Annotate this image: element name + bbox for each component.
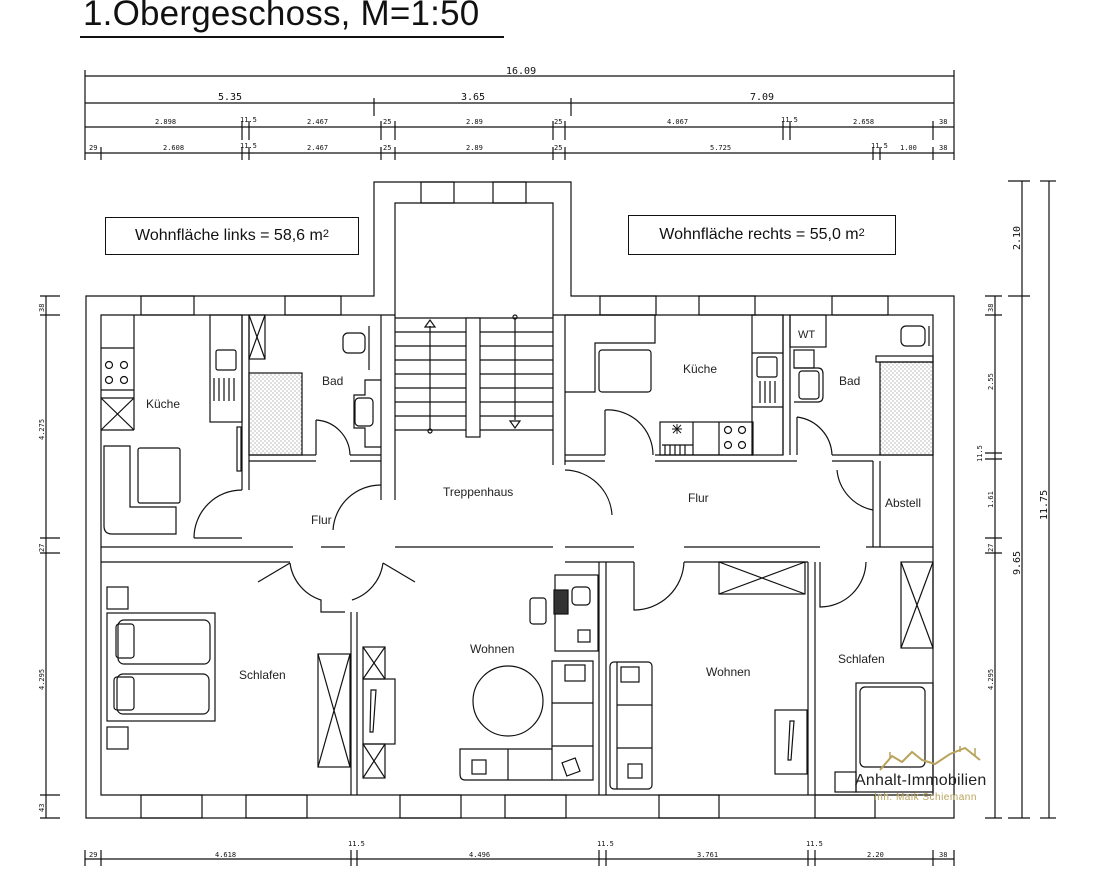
- drawing-title: 1.Obergeschoss, M=1:50: [83, 0, 480, 33]
- room-label-bad-right: Bad: [839, 374, 860, 388]
- dim-bottom: 11.5: [597, 840, 614, 848]
- dim-top-row4: 2.89: [466, 144, 483, 152]
- outer-walls: [85, 181, 955, 819]
- dim-top-row3: 25: [554, 118, 562, 126]
- dim-top-row3: 11.5: [240, 116, 257, 124]
- dim-top-row3: 2.467: [307, 118, 328, 126]
- dim-top-row2: 7.09: [750, 92, 774, 103]
- dim-top-row4: 5.725: [710, 144, 731, 152]
- area-right-sup: 2: [858, 227, 865, 239]
- dim-right-inner: 27: [987, 544, 995, 552]
- dim-bottom: 3.761: [697, 851, 718, 859]
- dim-top-row3: 11.5: [781, 116, 798, 124]
- bath-right-fixtures: [789, 314, 934, 456]
- area-left-label: Wohnfläche links = 58,6 m: [135, 227, 323, 244]
- staircase: [395, 314, 553, 438]
- room-label-schlafen-left: Schlafen: [239, 668, 286, 682]
- dim-top-row3: 2.658: [853, 118, 874, 126]
- dim-left: 4.275: [38, 419, 46, 440]
- dim-left: 43: [38, 804, 46, 812]
- bath-left-fixtures: [248, 314, 381, 456]
- dim-right-inner: 38: [987, 304, 995, 312]
- dim-top-row4: 25: [554, 144, 562, 152]
- room-label-kueche-right: Küche: [683, 362, 717, 376]
- logo-owner: Inh. Maik Schiemann: [874, 792, 977, 803]
- room-label-wohnen-right: Wohnen: [706, 665, 750, 679]
- dim-top-row3: 38: [939, 118, 947, 126]
- area-left-sup: 2: [322, 228, 329, 240]
- dim-top-total: 16.09: [506, 66, 536, 77]
- room-labels: Küche Bad Flur Treppenhaus Küche Bad WT …: [146, 329, 921, 682]
- dim-top-row4: 11.5: [871, 142, 888, 150]
- kitchen-left-fixtures: [100, 314, 243, 535]
- dim-top-row3: 2.89: [466, 118, 483, 126]
- title-underline: [80, 36, 504, 38]
- room-label-wohnen-left: Wohnen: [470, 642, 514, 656]
- area-right-label: Wohnfläche rechts = 55,0 m: [659, 226, 859, 243]
- dim-top-row2: 5.35: [218, 92, 242, 103]
- dim-bottom: 11.5: [806, 840, 823, 848]
- dim-top-row4: 25: [383, 144, 391, 152]
- room-label-kueche-left: Küche: [146, 397, 180, 411]
- dim-right-inner: 1.61: [987, 491, 995, 508]
- dim-left: 38: [38, 304, 46, 312]
- dim-left: 27: [38, 544, 46, 552]
- room-label-schlafen-right: Schlafen: [838, 652, 885, 666]
- dim-right-mid: 9.65: [1012, 551, 1023, 575]
- room-label-flur-right: Flur: [688, 491, 709, 505]
- logo-company-name: Anhalt-Immobilien: [855, 772, 987, 789]
- dim-right-inner: 4.295: [987, 669, 995, 690]
- dim-left: 4.295: [38, 669, 46, 690]
- room-label-wt: WT: [798, 329, 815, 341]
- dimension-chain-top: [84, 70, 955, 160]
- room-label-bad-left: Bad: [322, 374, 343, 388]
- interior-walls: [101, 315, 933, 795]
- dim-top-row4: 2.608: [163, 144, 184, 152]
- dimension-chain-left: [40, 295, 60, 819]
- dim-top-row4: 11.5: [240, 142, 257, 150]
- dim-bottom: 11.5: [348, 840, 365, 848]
- dim-right-inner: 11.5: [976, 445, 984, 462]
- dimension-chain-bottom: [84, 850, 955, 866]
- kitchen-right-fixtures: [565, 314, 784, 456]
- dim-right-inner: 2.55: [987, 373, 995, 390]
- dim-top-row4: 2.467: [307, 144, 328, 152]
- living-right-furniture: [609, 561, 808, 790]
- dim-bottom: 2.20: [867, 851, 884, 859]
- dim-bottom: 4.618: [215, 851, 236, 859]
- dim-bottom: 4.496: [469, 851, 490, 859]
- dim-right-mid: 2.10: [1012, 226, 1023, 250]
- dim-top-row4: 38: [939, 144, 947, 152]
- dim-top-row3: 25: [383, 118, 391, 126]
- dim-top-row2: 3.65: [461, 92, 485, 103]
- room-label-abstell: Abstell: [885, 496, 921, 510]
- living-left-furniture: [362, 574, 599, 781]
- company-logo: Anhalt-Immobilien Inh. Maik Schiemann: [850, 742, 1030, 803]
- room-label-treppenhaus: Treppenhaus: [443, 485, 513, 499]
- dim-top-row4: 1.00: [900, 144, 917, 152]
- roof-icon: [879, 746, 981, 771]
- dim-top-row3: 2.898: [155, 118, 176, 126]
- doors: [193, 409, 874, 613]
- dim-bottom: 29: [89, 851, 97, 859]
- dimension-labels: 16.09 5.35 3.65 7.09 2.898 11.5 2.467 25…: [38, 66, 1050, 859]
- dimension-chain-right: [985, 180, 1056, 819]
- dim-bottom: 38: [939, 851, 947, 859]
- dim-top-row4: 29: [89, 144, 97, 152]
- dim-top-row3: 4.067: [667, 118, 688, 126]
- room-label-flur-left: Flur: [311, 513, 332, 527]
- bedroom-right-furniture: [834, 561, 934, 793]
- bedroom-left-furniture: [106, 586, 351, 768]
- dim-right-outer: 11.75: [1039, 490, 1050, 520]
